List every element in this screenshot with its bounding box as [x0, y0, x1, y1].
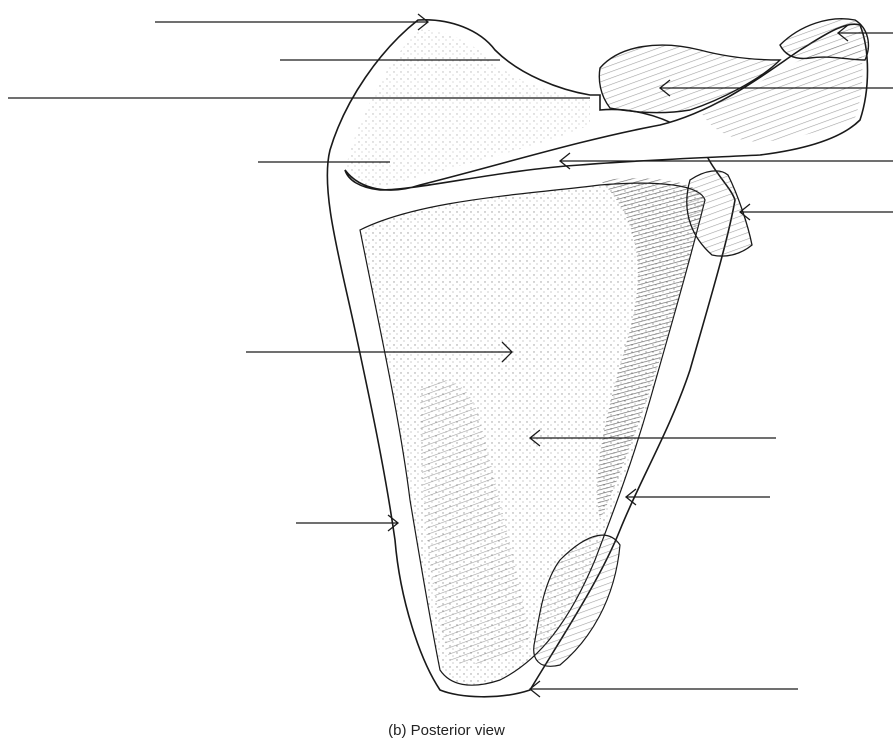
figure-caption: (b) Posterior view [0, 722, 893, 739]
acromion-process [780, 19, 868, 60]
scapula-diagram [0, 0, 893, 720]
